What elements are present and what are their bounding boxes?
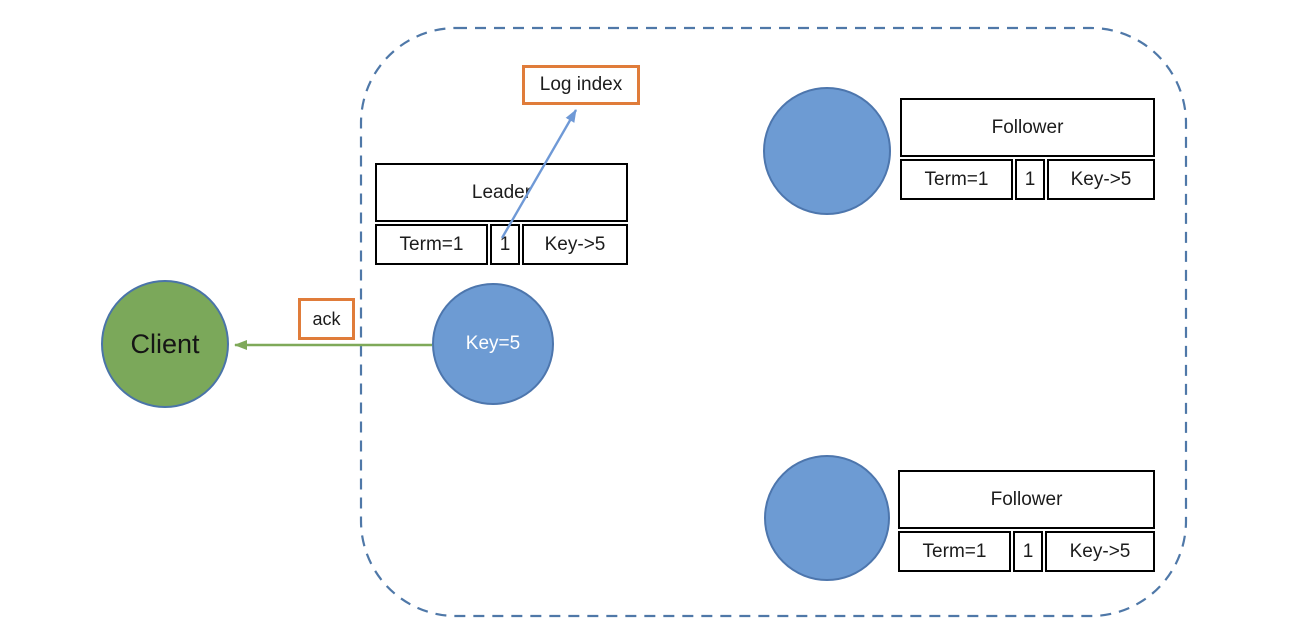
follower-top-log-row: Term=1 1 Key->5 xyxy=(900,159,1155,200)
client-node: Client xyxy=(101,280,229,408)
leader-log-index-cell: 1 xyxy=(490,224,520,265)
follower-top-term-cell: Term=1 xyxy=(900,159,1013,200)
follower-bottom-term-cell: Term=1 xyxy=(898,531,1011,572)
leader-entry-node: Key=5 xyxy=(432,283,554,405)
leader-log-row: Term=1 1 Key->5 xyxy=(375,224,628,265)
follower-bottom-log-index-cell: 1 xyxy=(1013,531,1043,572)
ack-label: ack xyxy=(298,298,355,340)
ack-label-text: ack xyxy=(312,308,341,329)
follower-table-top: Follower Term=1 1 Key->5 xyxy=(900,98,1155,200)
leader-term-cell: Term=1 xyxy=(375,224,488,265)
follower-top-log-index-cell: 1 xyxy=(1015,159,1045,200)
follower-top-title: Follower xyxy=(900,98,1155,157)
follower-node-top xyxy=(763,87,891,215)
follower-bottom-key-cell: Key->5 xyxy=(1045,531,1155,572)
client-label: Client xyxy=(130,328,200,359)
follower-bottom-title: Follower xyxy=(898,470,1155,529)
follower-top-key-cell: Key->5 xyxy=(1047,159,1155,200)
follower-table-bottom: Follower Term=1 1 Key->5 xyxy=(898,470,1155,572)
leader-table: Leader Term=1 1 Key->5 xyxy=(375,163,628,265)
log-index-label-text: Log index xyxy=(539,74,623,95)
follower-bottom-log-row: Term=1 1 Key->5 xyxy=(898,531,1155,572)
leader-key-cell: Key->5 xyxy=(522,224,628,265)
log-index-label: Log index xyxy=(522,65,640,105)
follower-node-bottom xyxy=(764,455,890,581)
leader-entry-label: Key=5 xyxy=(465,333,521,354)
leader-title: Leader xyxy=(375,163,628,222)
